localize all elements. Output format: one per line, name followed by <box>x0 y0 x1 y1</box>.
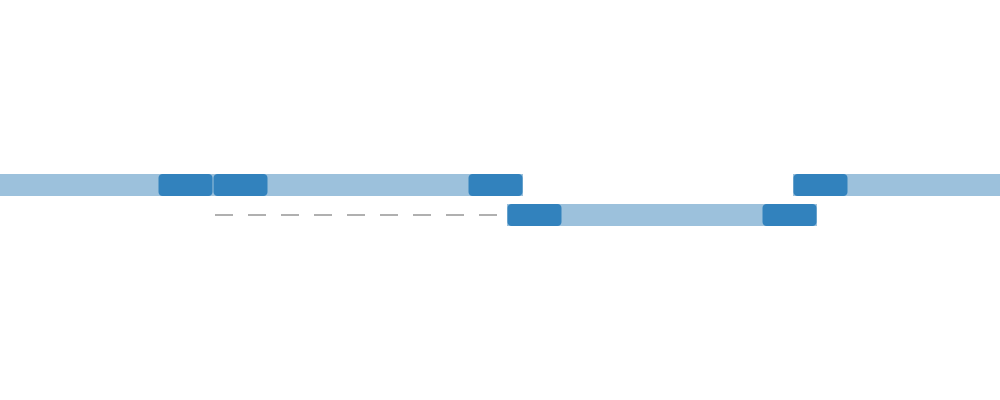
track-row-1 <box>0 174 1000 196</box>
segment-bar <box>507 204 817 226</box>
feature-block[interactable] <box>158 174 213 196</box>
feature-block[interactable] <box>793 174 848 196</box>
feature-block[interactable] <box>468 174 523 196</box>
track-row-2 <box>215 204 817 226</box>
feature-block[interactable] <box>213 174 268 196</box>
feature-block[interactable] <box>762 204 817 226</box>
feature-block[interactable] <box>507 204 562 226</box>
